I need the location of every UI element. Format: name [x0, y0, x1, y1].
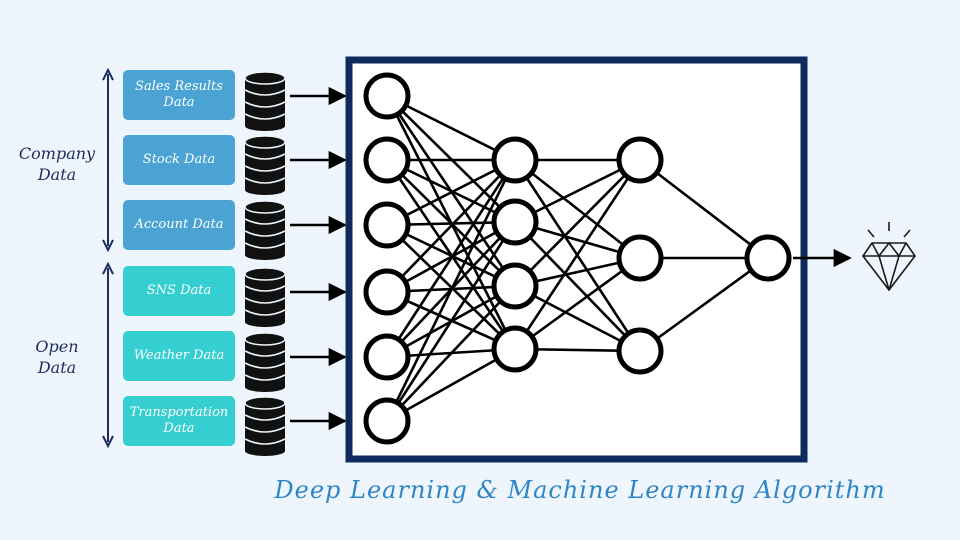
input-node: [363, 268, 411, 316]
network-edge: [514, 256, 641, 351]
input-node: [363, 201, 411, 249]
company-data-label: Company Data: [18, 144, 96, 184]
network-edge: [386, 223, 516, 288]
network-edge: [386, 158, 516, 224]
input-node: [363, 333, 411, 381]
database-icon: [244, 332, 286, 392]
input-node: [363, 397, 411, 445]
hidden-node: [616, 327, 664, 375]
network-frame: [345, 56, 808, 463]
network-edge: [639, 256, 769, 353]
algorithm-title: Deep Learning & Machine Learning Algorit…: [274, 476, 886, 504]
hidden-node: [491, 136, 539, 184]
open-data-label: Open Data: [35, 337, 79, 377]
input-node: [363, 72, 411, 120]
network-edge: [386, 285, 516, 422]
input-node: [363, 136, 411, 184]
stock-data-box: Stock Data: [123, 135, 235, 185]
company-bracket-arrow: [102, 67, 114, 253]
network-edge: [386, 224, 516, 350]
network-edge: [514, 159, 641, 287]
database-icon: [244, 267, 286, 327]
network-edge: [513, 159, 642, 350]
network-edge: [639, 158, 769, 260]
diamond-icon: [862, 222, 916, 291]
open-bracket-arrow: [102, 261, 114, 449]
hidden-node: [491, 262, 539, 310]
network-edge: [386, 158, 516, 227]
hidden-node: [616, 234, 664, 282]
database-icon: [244, 200, 286, 260]
hidden-node: [616, 136, 664, 184]
network-edge: [386, 94, 516, 162]
network-edge: [386, 347, 516, 423]
network-edge: [385, 159, 517, 358]
network-edge: [514, 221, 641, 352]
database-icon: [244, 71, 286, 131]
network-edge: [514, 158, 641, 260]
sns-data-box: SNS Data: [123, 266, 235, 316]
database-icon: [244, 396, 286, 456]
output-node: [744, 234, 792, 282]
hidden-node: [491, 325, 539, 373]
database-icon: [244, 135, 286, 195]
network-edge: [385, 159, 517, 422]
network-edge: [386, 159, 516, 293]
hidden-node: [491, 198, 539, 246]
account-data-box: Account Data: [123, 200, 235, 250]
weather-data-box: Weather Data: [123, 331, 235, 381]
network-edge: [385, 221, 517, 422]
